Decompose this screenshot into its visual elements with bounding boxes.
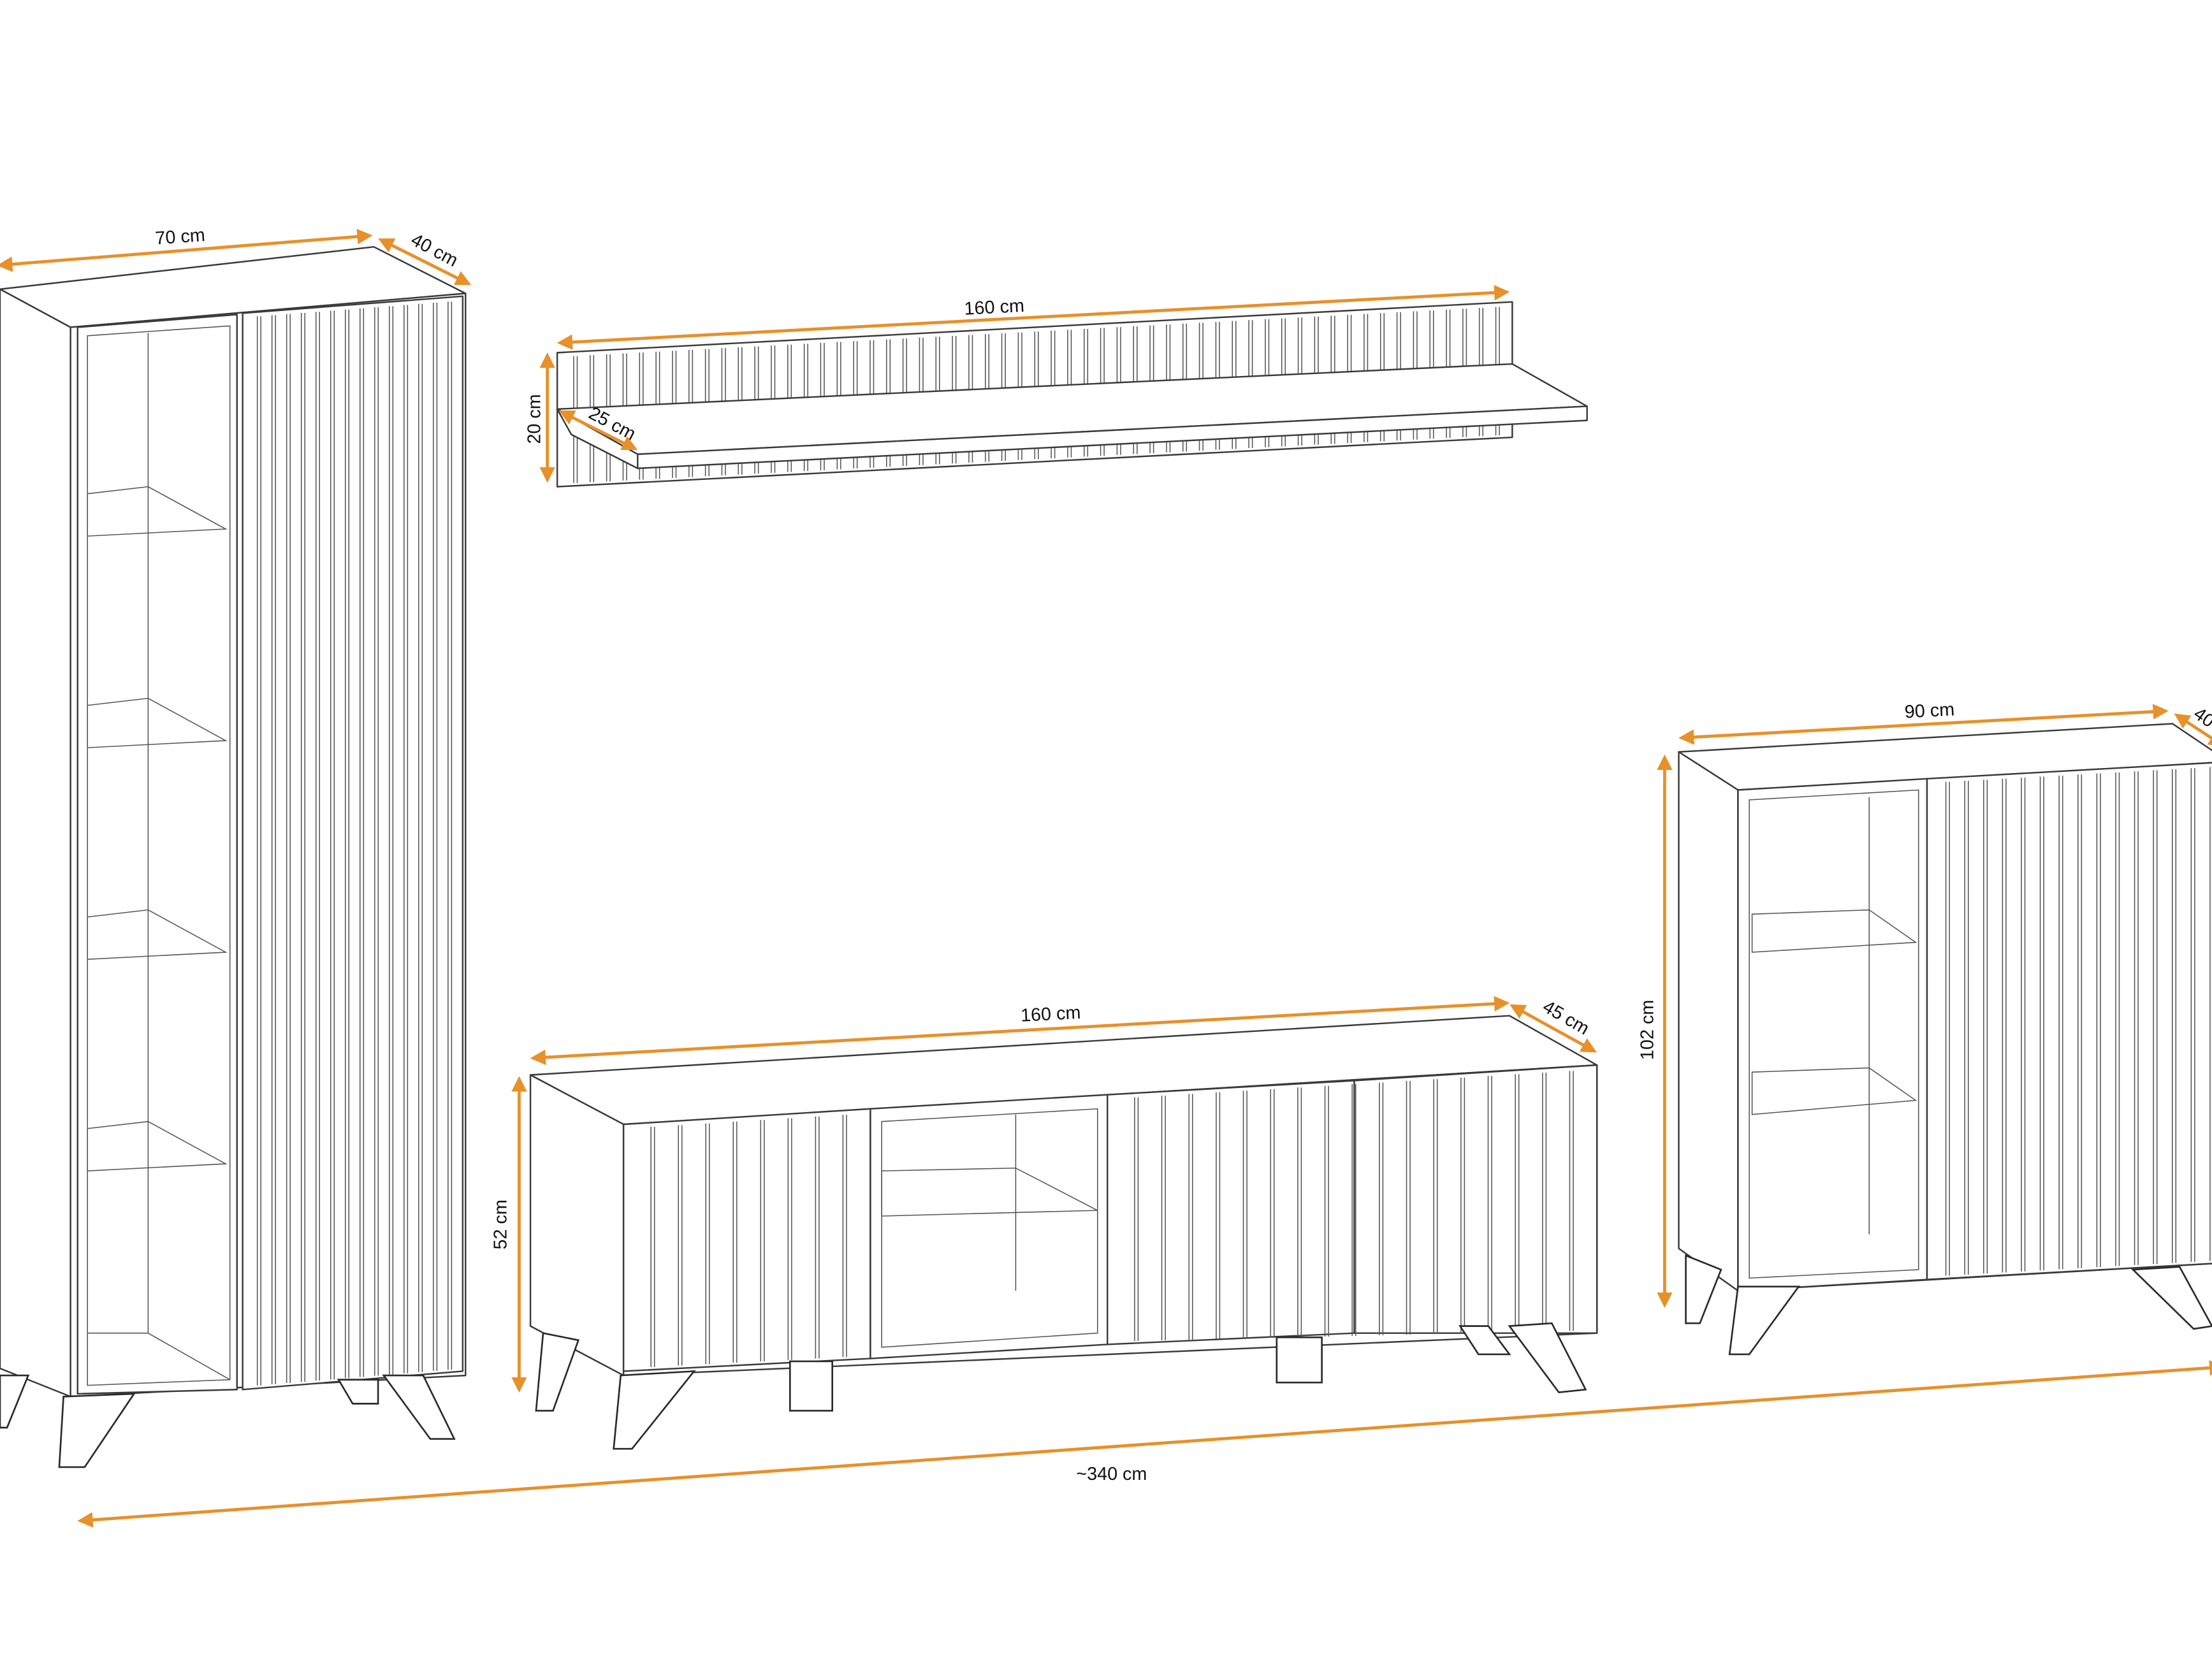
glass-shelf — [87, 697, 228, 748]
sideboard-width-label: 90 cm — [1904, 699, 1955, 722]
tv-unit — [529, 1015, 1598, 1450]
glass-shelf — [87, 486, 228, 537]
leg — [1728, 1286, 1801, 1356]
wall-shelf — [556, 301, 1588, 488]
leg — [613, 1370, 696, 1450]
sideboard — [1678, 723, 2212, 1356]
tall-glass-cabinet — [0, 246, 467, 1468]
wall-shelf-height-label: 20 cm — [525, 394, 545, 444]
tv-unit-width-label: 160 cm — [1020, 1003, 1081, 1026]
fluted-door — [1353, 1064, 1598, 1334]
sideboard-height-label: 102 cm — [1638, 1000, 1658, 1060]
leg — [58, 1393, 136, 1468]
tv-unit-depth-label: 45 cm — [1539, 997, 1593, 1040]
glass-shelf — [87, 909, 228, 960]
tall-cabinet-depth-label: 40 cm — [407, 229, 461, 271]
tall-cabinet-width-label: 70 cm — [154, 225, 205, 249]
glass-door — [870, 1094, 1109, 1359]
fluted-door — [1106, 1080, 1355, 1345]
total-width-label: ~340 cm — [1076, 1464, 1147, 1484]
fluted-door — [1926, 762, 2212, 1280]
fluted-door — [622, 1108, 871, 1372]
glass-door — [1737, 778, 1928, 1292]
leg — [382, 1374, 456, 1440]
leg — [2130, 1266, 2212, 1330]
glass-shelf — [87, 1120, 228, 1171]
tv-unit-height-label: 52 cm — [490, 1199, 511, 1249]
glass-door — [76, 314, 238, 1395]
wall-shelf-width-label: 160 cm — [964, 296, 1025, 319]
